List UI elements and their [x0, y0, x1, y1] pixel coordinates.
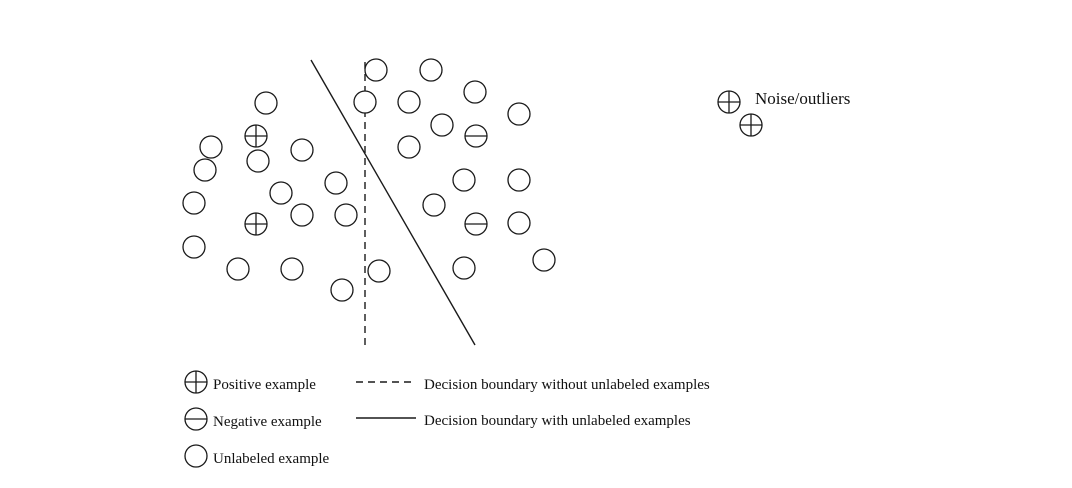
unlabeled-point: [199, 135, 223, 159]
legend-positive-label: Positive example: [213, 377, 316, 393]
unlabeled-point: [193, 158, 217, 182]
unlabeled-point: [246, 149, 270, 173]
unlabeled-point: [452, 256, 476, 280]
positive-example-point: [244, 212, 268, 236]
noise-outliers-label: Noise/outliers: [755, 89, 850, 108]
unlabeled-point: [324, 171, 348, 195]
unlabeled-point: [254, 91, 278, 115]
unlabeled-point: [507, 168, 531, 192]
negative-example-point: [464, 212, 488, 236]
unlabeled-point: [330, 278, 354, 302]
negative-example-point: [464, 124, 488, 148]
positive-example-point: [244, 124, 268, 148]
unlabeled-examples: [182, 58, 556, 302]
unlabeled-point: [430, 113, 454, 137]
unlabeled-point: [367, 259, 391, 283]
legend-negative-label: Negative example: [213, 414, 322, 430]
unlabeled-point: [364, 58, 388, 82]
noise-outlier-point: [717, 90, 741, 114]
unlabeled-point: [419, 58, 443, 82]
unlabeled-point: [182, 235, 206, 259]
unlabeled-point: [507, 211, 531, 235]
unlabeled-point: [269, 181, 293, 205]
legend-positive-icon: [184, 370, 208, 394]
unlabeled-point: [532, 248, 556, 272]
legend-negative-icon: [184, 407, 208, 431]
unlabeled-point: [397, 135, 421, 159]
legend-solid-boundary-label: Decision boundary with unlabeled example…: [424, 413, 691, 429]
legend-unlabeled-icon: [184, 444, 208, 468]
unlabeled-point: [334, 203, 358, 227]
unlabeled-point: [507, 102, 531, 126]
unlabeled-point: [452, 168, 476, 192]
unlabeled-point: [290, 203, 314, 227]
unlabeled-point: [422, 193, 446, 217]
unlabeled-point: [353, 90, 377, 114]
unlabeled-point: [463, 80, 487, 104]
decision-boundary-with-unlabeled: [310, 59, 476, 346]
unlabeled-point: [290, 138, 314, 162]
unlabeled-point: [397, 90, 421, 114]
unlabeled-point: [280, 257, 304, 281]
noise-outlier-point: [739, 113, 763, 137]
unlabeled-point: [182, 191, 206, 215]
legend-dashed-boundary-label: Decision boundary without unlabeled exam…: [424, 377, 710, 393]
unlabeled-point: [226, 257, 250, 281]
legend-unlabeled-label: Unlabeled example: [213, 451, 330, 467]
legend: Positive example Negative example Unlabe…: [184, 370, 710, 468]
